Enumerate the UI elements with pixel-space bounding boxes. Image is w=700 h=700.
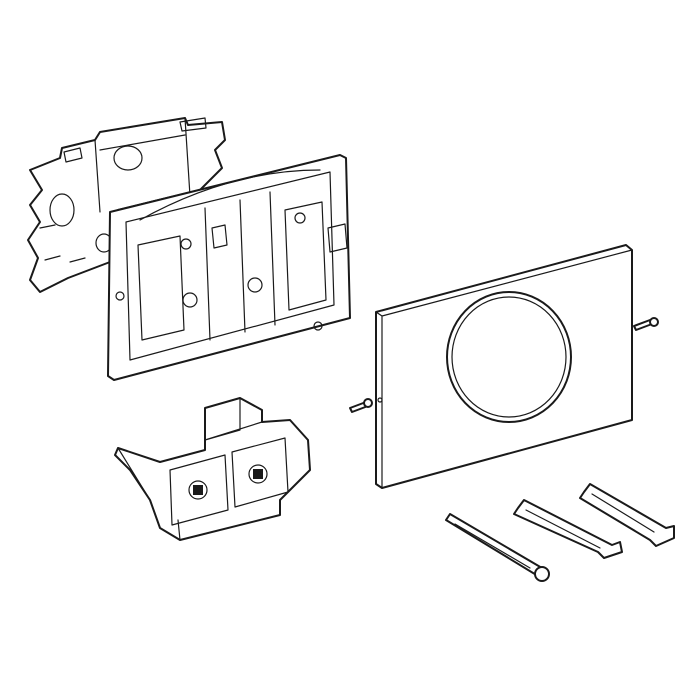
actuation-rod-3 bbox=[579, 483, 675, 547]
cover-plate bbox=[375, 244, 633, 489]
mounting-frame bbox=[107, 154, 351, 381]
actuation-rod-1 bbox=[445, 513, 550, 582]
actuation-rod-2 bbox=[513, 499, 623, 559]
mounting-bracket bbox=[27, 117, 226, 293]
fixing-screw-left bbox=[349, 398, 373, 413]
electronic-module bbox=[114, 397, 311, 541]
fixing-screw-right bbox=[633, 317, 659, 331]
round-flush-button bbox=[446, 291, 572, 423]
